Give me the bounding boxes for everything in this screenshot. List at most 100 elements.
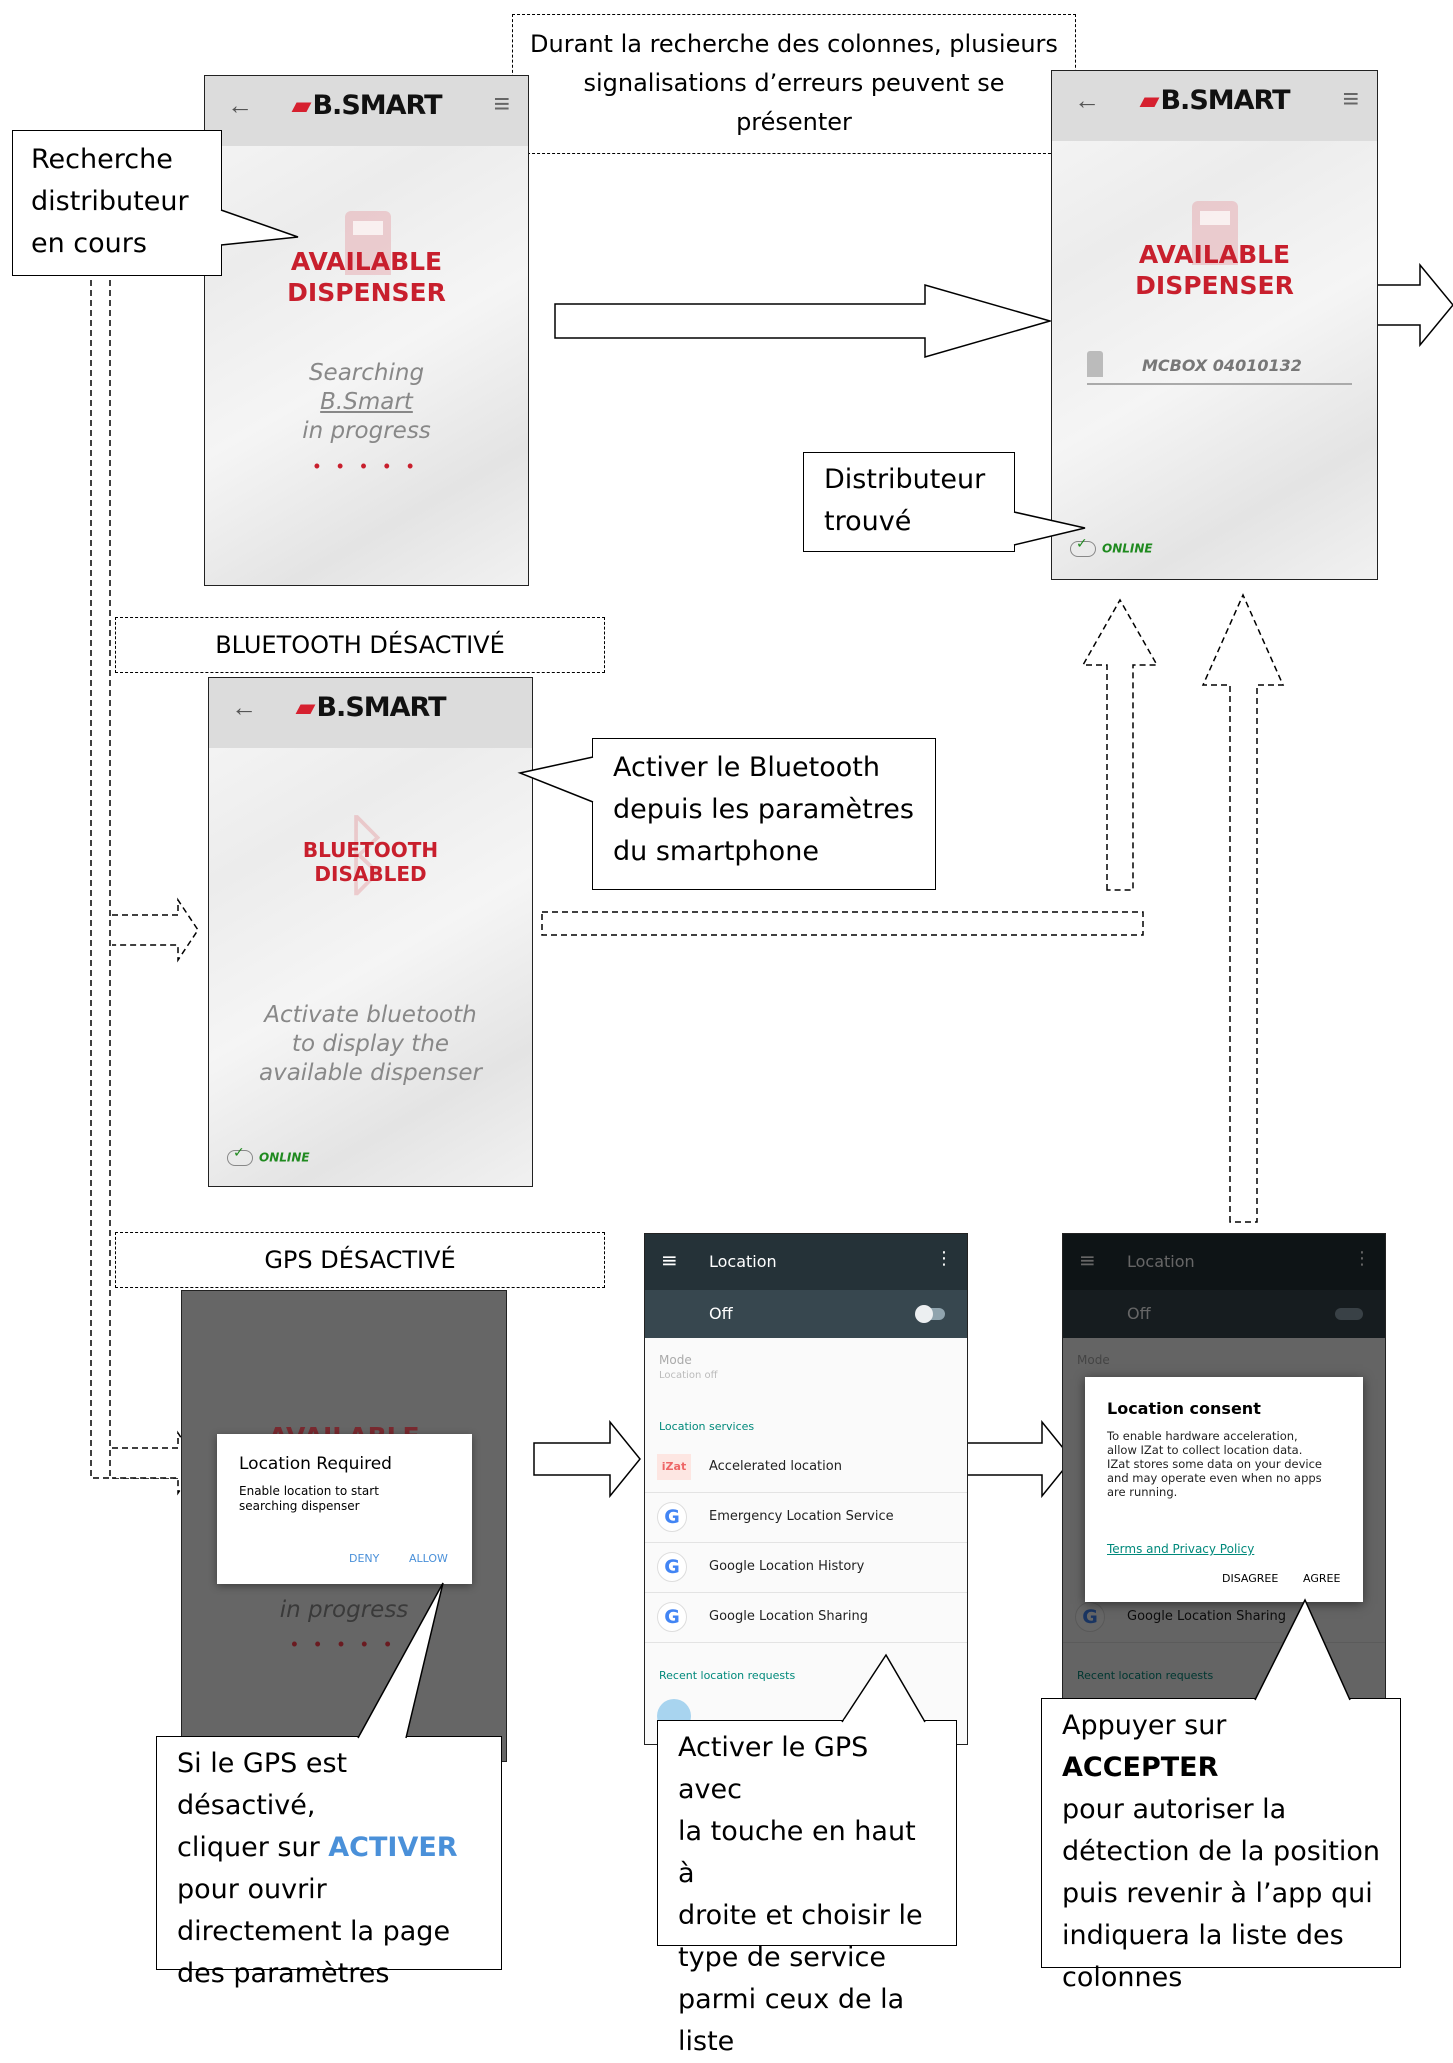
callout-searching-pointer (220, 209, 299, 246)
back-arrow-icon[interactable]: ← (231, 692, 257, 722)
searching-line-1: Searching (308, 360, 425, 386)
available-title-1: AVAILABLE (290, 247, 443, 276)
phone-searching: ← ▰B.SMART ≡ AVAILABLE DISPENSER Searchi… (204, 75, 529, 586)
recent-header: Recent location requests (659, 1669, 796, 1682)
phone-gps-required: AVAILABLE in progress • • • • • Location… (181, 1290, 507, 1762)
callout-settings-line-3: droite et choisir le (678, 1900, 923, 1931)
callout-settings-line-2: la touche en haut à (678, 1816, 916, 1889)
hamburger-icon[interactable]: ≡ (661, 1248, 678, 1272)
car-logo-icon: ▰ (291, 91, 311, 121)
flow-connectors (90, 262, 1453, 1499)
header-note: Durant la recherche des colonnes, plusie… (512, 14, 1076, 154)
allow-button[interactable]: ALLOW (409, 1552, 448, 1565)
callout-agree-pointer (1254, 1598, 1351, 1701)
service-label: Google Location History (709, 1559, 865, 1574)
service-item[interactable]: G Google Location History (645, 1542, 967, 1593)
disagree-button[interactable]: DISAGREE (1222, 1572, 1279, 1585)
callout-searching: Recherche distributeur en cours (12, 130, 222, 276)
bluetooth-line-1: Activate bluetooth (264, 1002, 477, 1028)
service-label: Emergency Location Service (709, 1509, 894, 1524)
menu-icon[interactable]: ≡ (493, 88, 510, 119)
callout-gps-line-3: pour ouvrir (177, 1874, 327, 1905)
toggle-label: Off (709, 1304, 733, 1323)
phone-bluetooth-disabled: ← ▰B.SMART ᛒ BLUETOOTH DISABLED Activate… (208, 677, 533, 1187)
callout-bluetooth-line-1: Activer le Bluetooth (613, 752, 880, 783)
mode-label: Mode (659, 1353, 692, 1367)
header-note-line-1: Durant la recherche des colonnes, plusie… (530, 30, 1058, 58)
callout-found-pointer (1013, 511, 1086, 546)
menu-icon[interactable]: ≡ (1342, 83, 1359, 114)
online-status: ONLINE (1070, 536, 1153, 557)
consent-body-line-1: To enable hardware acceleration, (1107, 1429, 1298, 1443)
service-label: Google Location Sharing (709, 1609, 868, 1624)
callout-settings-pointer (841, 1653, 926, 1723)
phone-found: ← ▰B.SMART ≡ AVAILABLE DISPENSER MCBOX 0… (1051, 70, 1378, 580)
gps-bg-line: in progress (279, 1597, 409, 1623)
logo-text: B.SMART (312, 90, 442, 121)
toggle-switch[interactable] (915, 1305, 945, 1323)
phone-location-consent: ≡ Location ⋮ Off Mode G Google Location … (1062, 1233, 1386, 1703)
callout-settings-line-4: type de service (678, 1942, 886, 1973)
bluetooth-line-3: available dispenser (258, 1060, 482, 1086)
callout-bluetooth-pointer (517, 756, 594, 803)
overflow-menu-icon[interactable]: ⋮ (935, 1248, 953, 1269)
dispenser-row[interactable]: MCBOX 04010132 (1087, 349, 1352, 385)
consent-body-line-4: and may operate even when no apps (1107, 1471, 1322, 1485)
callout-agree-prefix: Appuyer sur (1062, 1710, 1227, 1741)
available-title-2: DISPENSER (287, 278, 446, 307)
dialog-line-2: searching dispenser (239, 1499, 360, 1513)
callout-agree-line-5: indiquera la liste des (1062, 1920, 1344, 1951)
car-logo-icon: ▰ (1139, 86, 1159, 116)
callout-found-line-2: trouvé (824, 506, 912, 537)
callout-found-line-1: Distributeur (824, 464, 986, 495)
back-arrow-icon[interactable]: ← (1074, 85, 1100, 115)
fuel-pump-icon (345, 211, 391, 275)
mode-value: Location off (659, 1370, 718, 1381)
callout-gps-line-4: directement la page (177, 1916, 451, 1947)
consent-body: To enable hardware acceleration, allow I… (1107, 1429, 1322, 1499)
consent-body-line-3: IZat stores some data on your device (1107, 1457, 1323, 1471)
service-item[interactable]: iZat Accelerated location (645, 1442, 967, 1493)
terms-link[interactable]: Terms and Privacy Policy (1107, 1542, 1255, 1556)
deny-button[interactable]: DENY (349, 1552, 380, 1565)
callout-agree-line-4: puis revenir à l’app qui (1062, 1878, 1373, 1909)
callout-gps-highlight: ACTIVER (328, 1832, 458, 1863)
dispenser-name: MCBOX 04010132 (1142, 356, 1302, 375)
bluetooth-line-2: to display the (291, 1031, 450, 1057)
settings-title: Location (709, 1252, 777, 1271)
online-status: ONLINE (227, 1145, 310, 1166)
callout-searching-line-1: Recherche (31, 144, 173, 175)
cloud-check-icon (1070, 536, 1096, 557)
logo-text: B.SMART (1160, 85, 1290, 116)
bluetooth-title-1: BLUETOOTH (302, 838, 439, 862)
cloud-check-icon (227, 1145, 253, 1166)
fuel-pump-icon (1192, 201, 1238, 265)
callout-gps-line-2: cliquer sur ACTIVER (177, 1827, 481, 1869)
callout-agree-line-1: Appuyer sur ACCEPTER (1062, 1705, 1380, 1789)
bsmart-logo: ▰B.SMART (291, 90, 442, 121)
service-item[interactable]: G Google Location Sharing (645, 1592, 967, 1643)
agree-button[interactable]: AGREE (1303, 1572, 1341, 1585)
app-header: ← ▰B.SMART ≡ (1052, 71, 1377, 141)
google-icon: G (657, 1602, 687, 1632)
callout-gps-pointer (357, 1582, 444, 1739)
bluetooth-title-2: DISABLED (314, 862, 427, 886)
header-note-line-3: présenter (736, 108, 852, 136)
location-required-dialog: Location Required Enable location to sta… (217, 1434, 472, 1584)
online-label: ONLINE (1102, 541, 1153, 556)
consent-dialog: Location consent To enable hardware acce… (1085, 1377, 1363, 1602)
consent-body-line-2: allow IZat to collect location data. (1107, 1443, 1303, 1457)
back-arrow-icon[interactable]: ← (227, 90, 253, 120)
consent-title: Location consent (1107, 1399, 1261, 1418)
section-label-gps: GPS DÉSACTIVÉ (115, 1232, 605, 1288)
settings-app-bar: ≡ Location ⋮ (645, 1234, 967, 1290)
location-toggle-row[interactable]: Off (645, 1290, 967, 1338)
callout-settings-line-5: parmi ceux de la liste (678, 1984, 905, 2057)
callout-agree-line-2: pour autoriser la (1062, 1794, 1287, 1825)
service-item[interactable]: G Emergency Location Service (645, 1492, 967, 1543)
callout-agree-line-3: détection de la position (1062, 1836, 1381, 1867)
google-icon: G (657, 1552, 687, 1582)
callout-found: Distributeur trouvé (803, 452, 1015, 552)
available-title-1: AVAILABLE (1138, 240, 1291, 269)
service-label: Accelerated location (709, 1459, 842, 1474)
